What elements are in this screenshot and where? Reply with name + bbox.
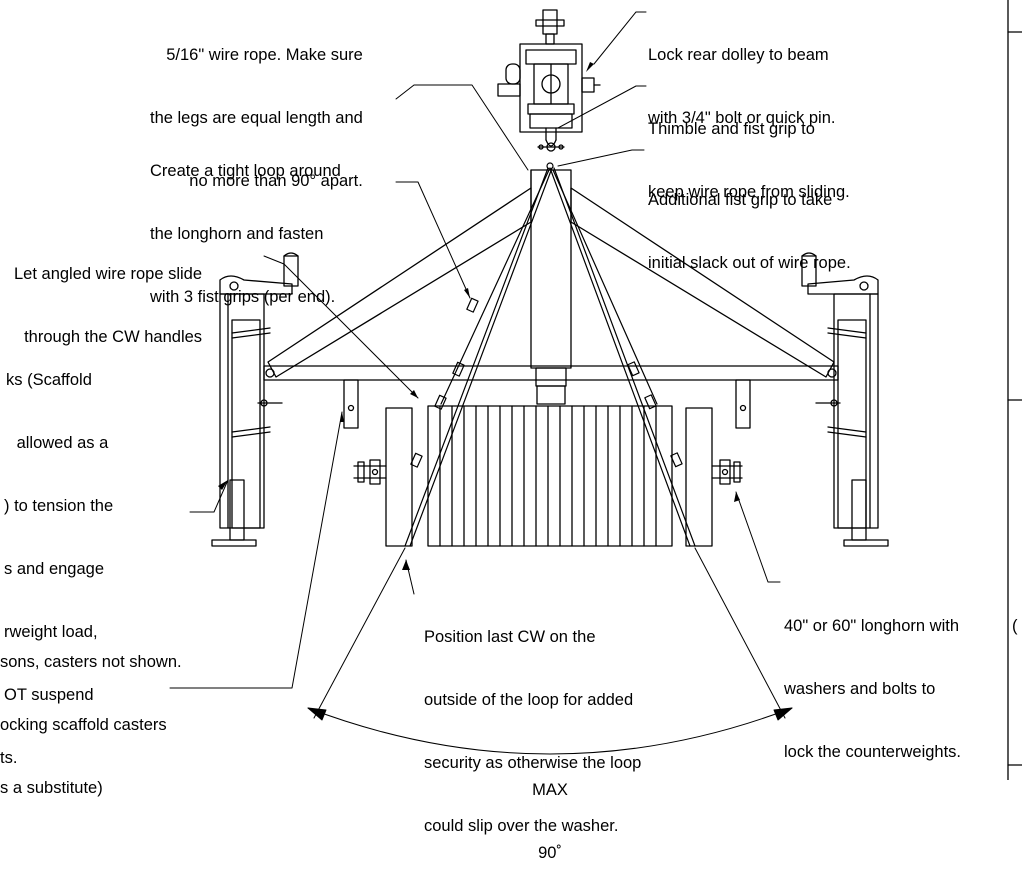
right-jack-leg — [801, 252, 889, 547]
note-lock-dolley: Lock rear dolley to beam with 3/4" bolt … — [648, 46, 836, 127]
rear-dolley — [497, 9, 601, 152]
leader-arrowheads — [218, 62, 740, 570]
leader-lines — [169, 11, 781, 689]
note-jacks: ks (Scaffold allowed as a ) to tension t… — [0, 371, 114, 767]
note-longhorn: 40" or 60" longhorn with washers and bol… — [784, 617, 962, 761]
note-wire-rope: 5/16" wire rope. Make sure the legs are … — [150, 46, 363, 190]
note-angled-rope: Let angled wire rope slide through the C… — [14, 265, 203, 346]
note-additional-grip: Additional fist grip to take initial sla… — [648, 191, 851, 272]
mechanical-drawing — [169, 0, 1022, 780]
center-post — [530, 169, 572, 405]
drawing-border — [1007, 0, 1022, 780]
note-thimble: Thimble and fist grip to keep wire rope … — [648, 120, 850, 201]
angle-dimension — [307, 547, 793, 755]
angle-label: MAX 90˚ — [532, 781, 568, 862]
counterweight-stack — [353, 405, 743, 547]
note-casters: sons, casters not shown. ocking scaffold… — [0, 653, 182, 797]
left-jack-leg — [211, 252, 299, 547]
edge-fragment: ( — [1012, 617, 1018, 635]
counterweight-rigging-diagram: 5/16" wire rope. Make sure the legs are … — [0, 0, 1022, 862]
note-tight-loop: Create a tight loop around the longhorn … — [150, 162, 341, 306]
wire-rope — [404, 162, 696, 547]
